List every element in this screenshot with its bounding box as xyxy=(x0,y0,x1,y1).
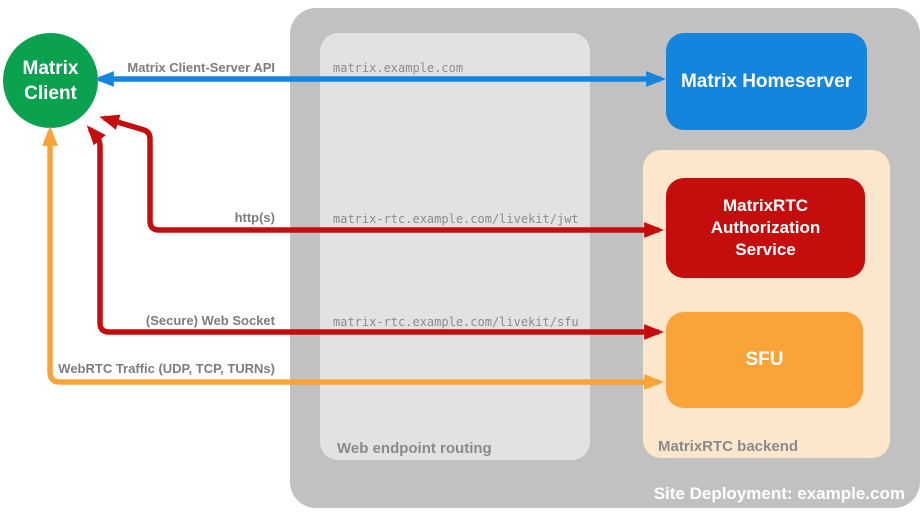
site-deployment-caption: Site Deployment: example.com xyxy=(653,484,905,503)
web-endpoint-routing-container xyxy=(320,33,590,460)
sfu-endpoint-url: matrix-rtc.example.com/livekit/sfu xyxy=(333,315,579,329)
matrixrtc-backend-caption: MatrixRTC backend xyxy=(658,438,799,455)
client-server-api-label: Matrix Client-Server API xyxy=(127,60,275,75)
secure-websocket-label: (Secure) Web Socket xyxy=(145,313,275,328)
matrixrtc-authorization-service-node: MatrixRTC Authorization Service xyxy=(666,178,865,278)
sfu-node: SFU xyxy=(666,312,863,408)
matrix-homeserver-label: Matrix Homeserver xyxy=(680,70,853,92)
matrix-homeserver-node: Matrix Homeserver xyxy=(666,33,867,130)
https-label: http(s) xyxy=(234,210,275,225)
jwt-endpoint-url: matrix-rtc.example.com/livekit/jwt xyxy=(333,212,579,226)
matrixrtc-authorization-service-label: MatrixRTC Authorization Service xyxy=(710,196,821,259)
web-endpoint-routing-caption: Web endpoint routing xyxy=(337,440,492,457)
matrix-client-label-line1: Matrix xyxy=(22,57,79,79)
matrix-client-node: Matrix Client xyxy=(3,33,98,128)
sfu-label: SFU xyxy=(745,349,784,370)
webrtc-traffic-label: WebRTC Traffic (UDP, TCP, TURNs) xyxy=(58,361,275,376)
matrix-client-label-line2: Client xyxy=(24,82,77,104)
homeserver-endpoint-url: matrix.example.com xyxy=(333,61,464,75)
